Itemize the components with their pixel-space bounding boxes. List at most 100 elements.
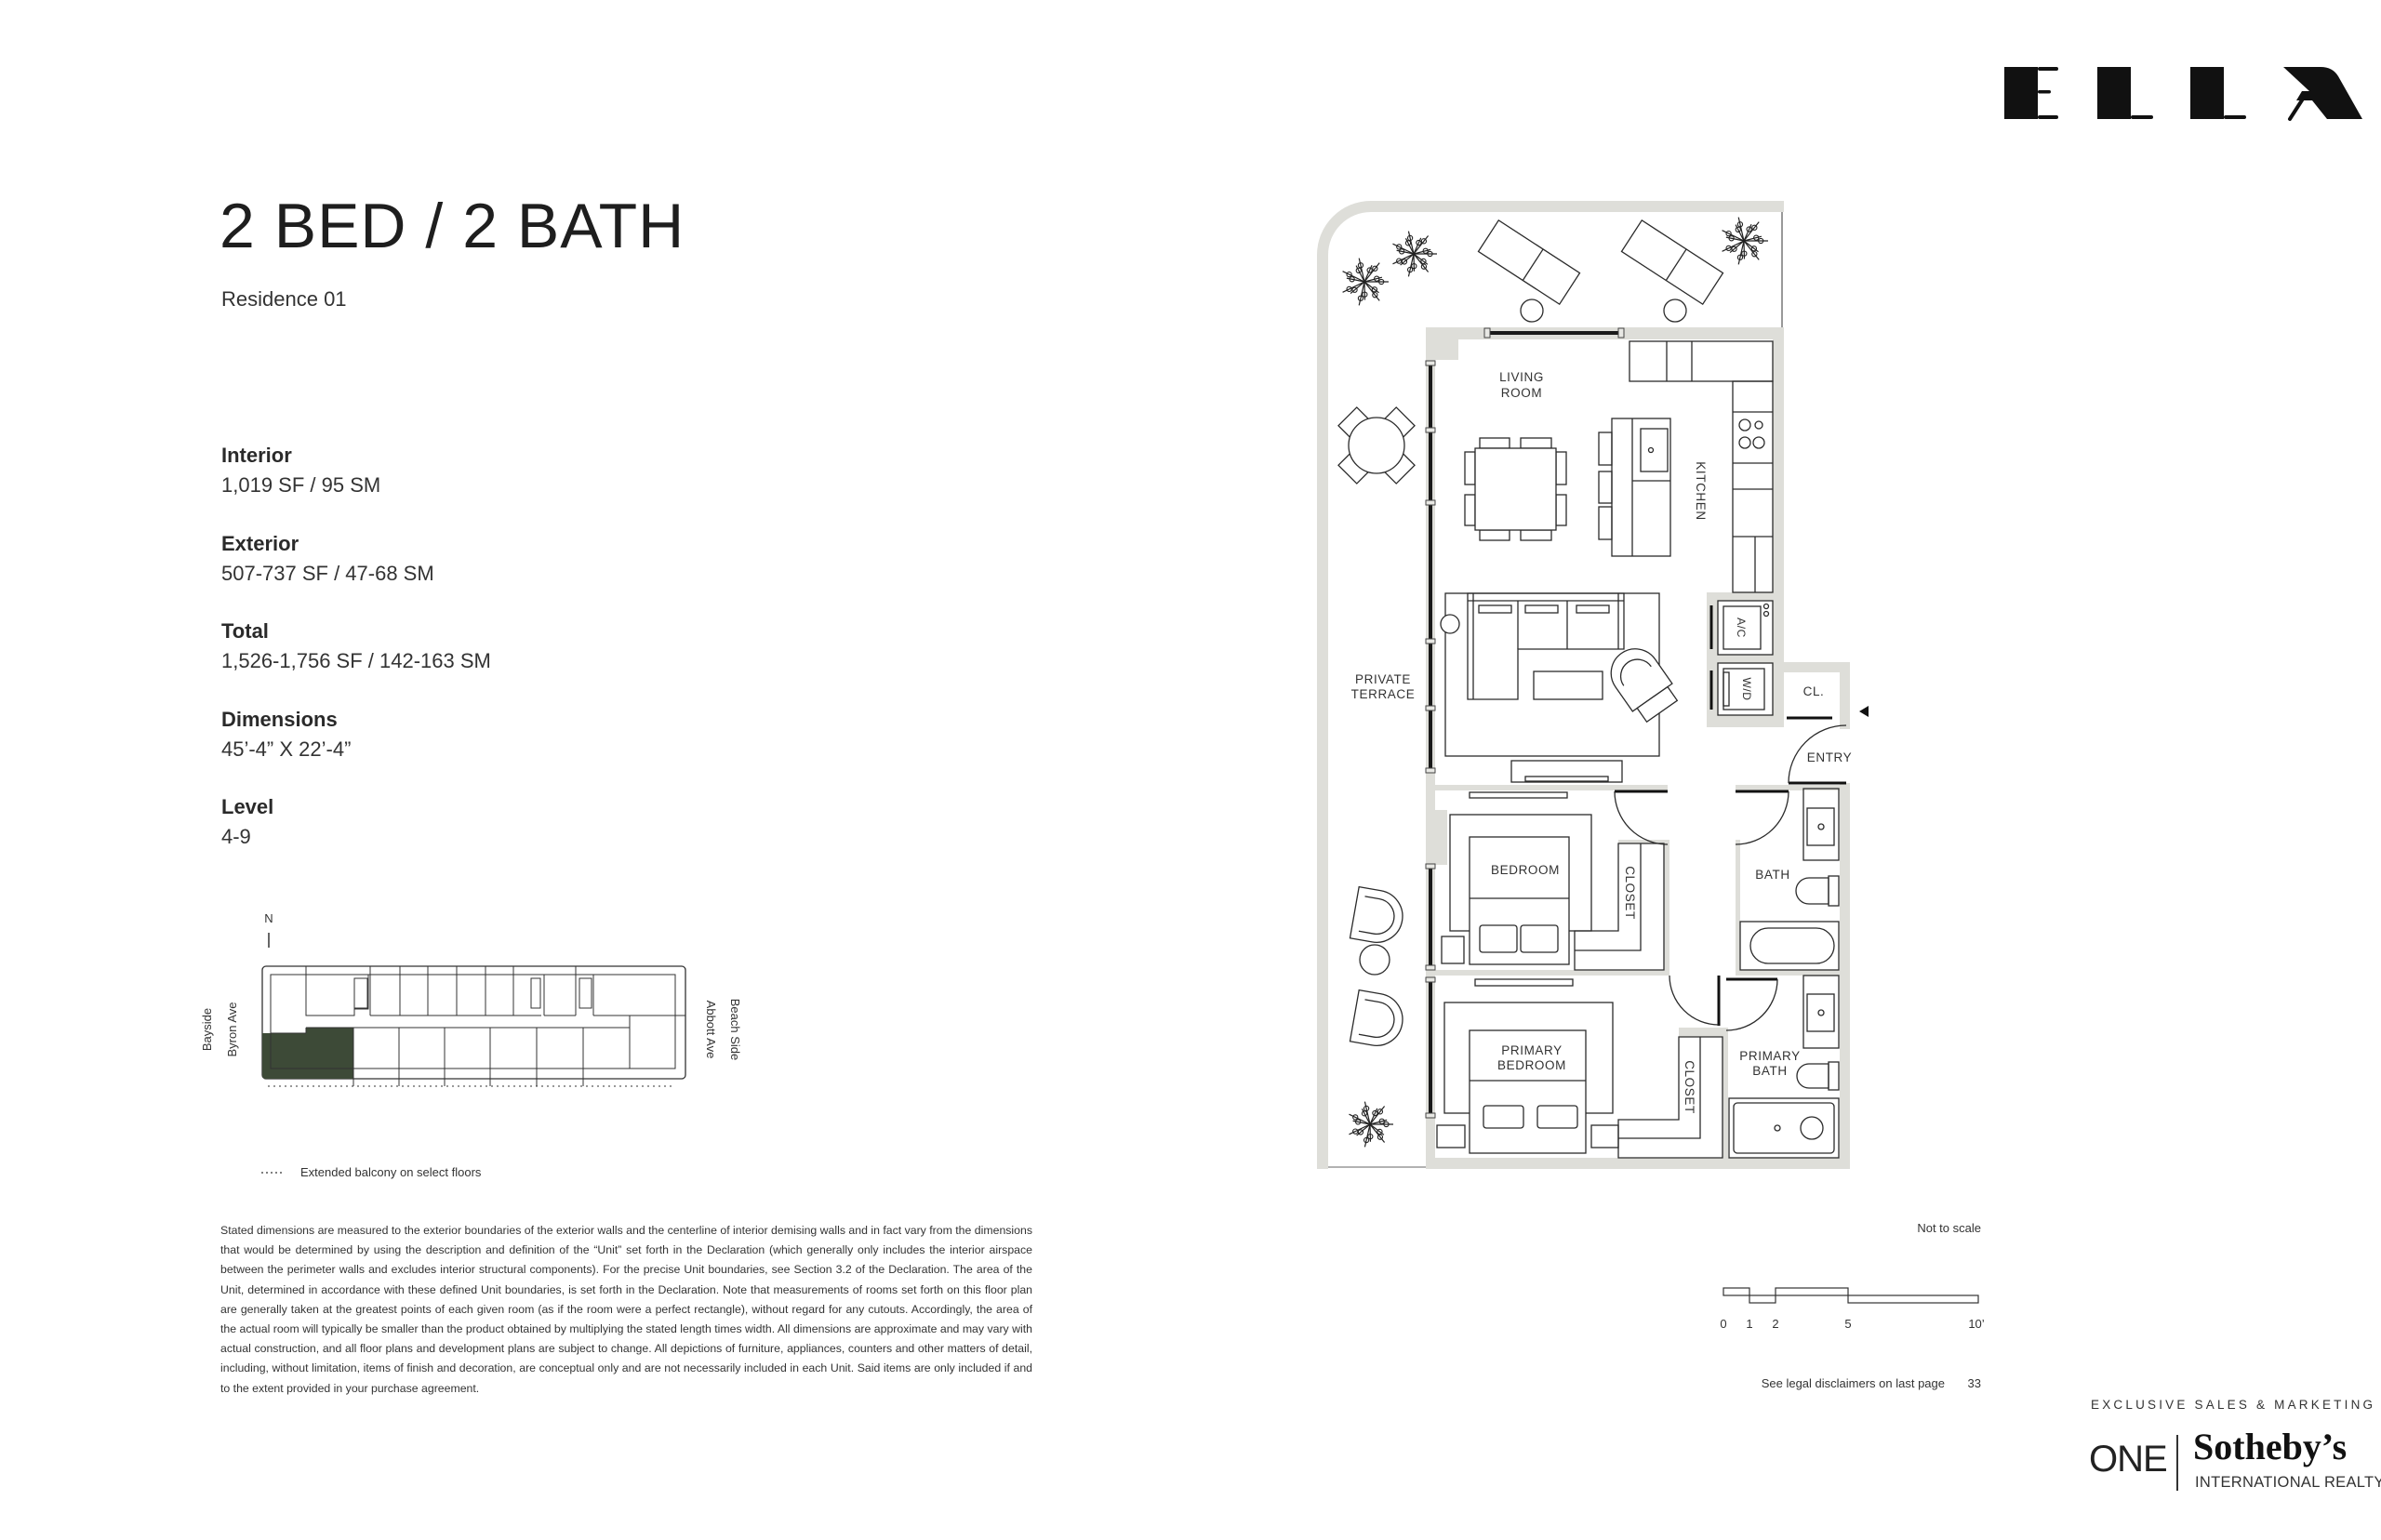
- spec-label: Interior: [221, 444, 292, 467]
- plant-leaf: [1743, 240, 1760, 260]
- windows: [1425, 327, 1625, 1119]
- plant-icon: [1392, 231, 1437, 277]
- plant-leaf: [1753, 234, 1760, 241]
- spec-label: Total: [221, 619, 269, 643]
- plant-leaf: [1735, 226, 1741, 232]
- room-label-bath: BATH: [1755, 868, 1789, 882]
- spec-dimensions: Dimensions 45’-4” X 22’-4”: [221, 705, 351, 764]
- plant-leaf: [1367, 1133, 1374, 1140]
- cooktop-icon: [1738, 418, 1765, 449]
- plant-leaf: [1422, 247, 1429, 254]
- plant-leaf: [1407, 253, 1415, 277]
- living-furniture: [1440, 592, 1679, 783]
- room-label-entry: ENTRY: [1807, 750, 1853, 764]
- beach-side-label: Beach Side: [728, 999, 742, 1061]
- bath-fixtures: [1739, 788, 1840, 971]
- scale-tick: 2: [1772, 1317, 1778, 1331]
- plant-leaf: [1420, 238, 1428, 245]
- plant-leaf: [1377, 1134, 1384, 1140]
- plant-leaf: [1357, 1129, 1364, 1135]
- abbott-ave-label: Abbott Ave: [704, 1001, 718, 1059]
- plant-leaf: [1751, 224, 1758, 231]
- page-title: 2 BED / 2 BATH: [219, 191, 685, 261]
- room-label-kitchen: KITCHEN: [1694, 461, 1708, 520]
- plant-leaf: [1349, 1123, 1371, 1135]
- scale-tick: 5: [1844, 1317, 1851, 1331]
- legend-text: Extended balcony on select floors: [300, 1165, 482, 1179]
- plant-leaf: [1346, 285, 1352, 293]
- sink-icon: [1640, 428, 1669, 472]
- room-label-living: LIVING: [1499, 370, 1544, 384]
- plant-leaf: [1407, 231, 1415, 255]
- plant-icon: [1722, 217, 1768, 265]
- plant-icon: [1342, 258, 1389, 306]
- plant-leaf: [1404, 240, 1412, 246]
- plant-leaf: [1728, 235, 1735, 242]
- terrace-lounge-chair: [1349, 989, 1403, 1046]
- plant-leaf: [1736, 254, 1744, 260]
- plant-leaf: [1349, 276, 1355, 283]
- scale-tick: 10’: [1968, 1317, 1984, 1331]
- plant-icon: [1349, 1101, 1393, 1148]
- plant-leaf: [1377, 1109, 1384, 1115]
- spec-value: 1,526-1,756 SF / 142-163 SM: [221, 649, 491, 672]
- plant-leaf: [1737, 240, 1745, 265]
- plant-leaf: [1736, 221, 1744, 228]
- key-plate: N Bayside Byron Ave Abbott Ave Beach Sid…: [200, 911, 742, 1179]
- spec-value: 45’-4” X 22’-4”: [221, 737, 352, 761]
- ella-logo: [2004, 67, 2362, 121]
- spec-value: 4-9: [221, 825, 251, 848]
- lounge-chair: [1620, 219, 1724, 305]
- spec-value: 1,019 SF / 95 SM: [221, 473, 381, 497]
- plant-leaf: [1725, 230, 1732, 237]
- plant-leaf: [1369, 1123, 1386, 1143]
- plant-leaf: [1413, 235, 1430, 255]
- plant-leaf: [1349, 1113, 1371, 1125]
- bayside-label: Bayside: [200, 1008, 214, 1051]
- utility-closet: [1709, 600, 1832, 720]
- entry-arrow-icon: [1859, 706, 1869, 717]
- plant-leaf: [1406, 234, 1414, 242]
- plant-leaf: [1346, 271, 1352, 278]
- plant-leaf: [1369, 1106, 1386, 1125]
- plant-leaf: [1746, 226, 1752, 232]
- room-label-primary-bath: PRIMARY: [1739, 1049, 1800, 1063]
- plant-leaf: [1342, 281, 1365, 293]
- terrace-dining-set: [1337, 406, 1416, 485]
- room-label-primary-bath: BATH: [1752, 1064, 1787, 1078]
- plant-leaf: [1383, 1121, 1390, 1128]
- international-realty-text: INTERNATIONAL REALTY: [2195, 1474, 2381, 1491]
- plant-leaf: [1342, 271, 1365, 283]
- legal-disclaimer: Stated dimensions are measured to the ex…: [220, 1224, 1032, 1395]
- scale-tick: 1: [1746, 1317, 1752, 1331]
- exclusive-marketing-label: EXCLUSIVE SALES & MARKETING BY: [2091, 1398, 2381, 1412]
- plant-leaf: [1413, 253, 1430, 272]
- lounge-chair: [1477, 219, 1581, 305]
- one-logo-text: ONE: [2089, 1439, 2168, 1480]
- plant-leaf: [1357, 262, 1364, 269]
- plant-leaf: [1392, 243, 1415, 255]
- plant-leaf: [1420, 263, 1428, 270]
- plant-leaf: [1351, 286, 1358, 293]
- plant-leaf: [1378, 278, 1385, 285]
- spec-label: Exterior: [221, 532, 299, 555]
- room-label-primary-closet: CLOSET: [1683, 1060, 1696, 1114]
- kitchen-counters: [1629, 340, 1774, 593]
- terrace-side-table: [1359, 944, 1390, 976]
- doors: [1614, 724, 1847, 1031]
- plant-leaf: [1352, 1128, 1359, 1135]
- plant-leaf: [1396, 244, 1403, 250]
- plant-leaf: [1398, 248, 1405, 255]
- spec-label: Dimensions: [221, 708, 338, 731]
- plant-leaf: [1722, 230, 1745, 242]
- residence-name: Residence 01: [221, 287, 347, 311]
- room-label-bedroom: BEDROOM: [1491, 863, 1560, 877]
- spec-interior: Interior 1,019 SF / 95 SM: [221, 441, 380, 500]
- plant-leaf: [1361, 1110, 1368, 1117]
- plant-leaf: [1750, 246, 1758, 252]
- plant-leaf: [1751, 251, 1758, 258]
- plant-leaf: [1406, 266, 1414, 273]
- logo-divider: [2176, 1435, 2178, 1491]
